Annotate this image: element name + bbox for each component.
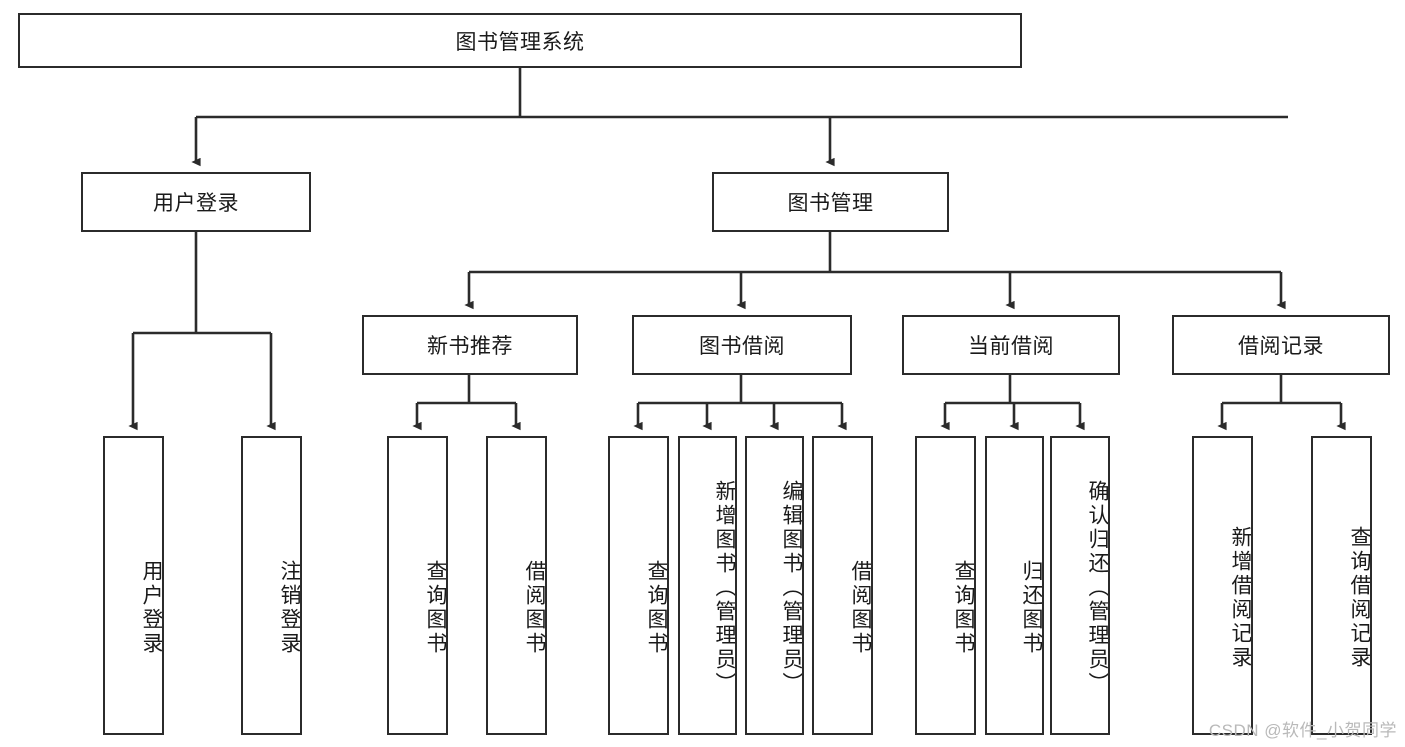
node-user-login[interactable]: 用户登录 bbox=[81, 172, 311, 232]
node-new-book-recommend[interactable]: 新书推荐 bbox=[362, 315, 578, 375]
node-current-borrow[interactable]: 当前借阅 bbox=[902, 315, 1120, 375]
leaf-user-login-login[interactable]: 用户登录 bbox=[103, 436, 164, 735]
leaf-current-borrow-confirm-return-admin[interactable]: 确认归还（管理员） bbox=[1050, 436, 1110, 735]
leaf-book-borrow-add-book-admin[interactable]: 新增图书（管理员） bbox=[678, 436, 737, 735]
node-book-borrow[interactable]: 图书借阅 bbox=[632, 315, 852, 375]
leaf-book-borrow-edit-book-admin[interactable]: 编辑图书（管理员） bbox=[745, 436, 804, 735]
leaf-borrow-record-query-record[interactable]: 查询借阅记录 bbox=[1311, 436, 1372, 735]
node-borrow-record[interactable]: 借阅记录 bbox=[1172, 315, 1390, 375]
leaf-current-borrow-return-book[interactable]: 归还图书 bbox=[985, 436, 1044, 735]
leaf-current-borrow-query-book[interactable]: 查询图书 bbox=[915, 436, 976, 735]
leaf-user-login-logout[interactable]: 注销登录 bbox=[241, 436, 302, 735]
leaf-borrow-record-add-record[interactable]: 新增借阅记录 bbox=[1192, 436, 1253, 735]
node-book-management[interactable]: 图书管理 bbox=[712, 172, 949, 232]
node-root-book-management-system[interactable]: 图书管理系统 bbox=[18, 13, 1022, 68]
leaf-new-book-borrow-book[interactable]: 借阅图书 bbox=[486, 436, 547, 735]
leaf-new-book-query-book[interactable]: 查询图书 bbox=[387, 436, 448, 735]
leaf-book-borrow-query-book[interactable]: 查询图书 bbox=[608, 436, 669, 735]
leaf-book-borrow-borrow-book[interactable]: 借阅图书 bbox=[812, 436, 873, 735]
csdn-watermark: CSDN @软件_小贺同学 bbox=[1208, 721, 1397, 740]
